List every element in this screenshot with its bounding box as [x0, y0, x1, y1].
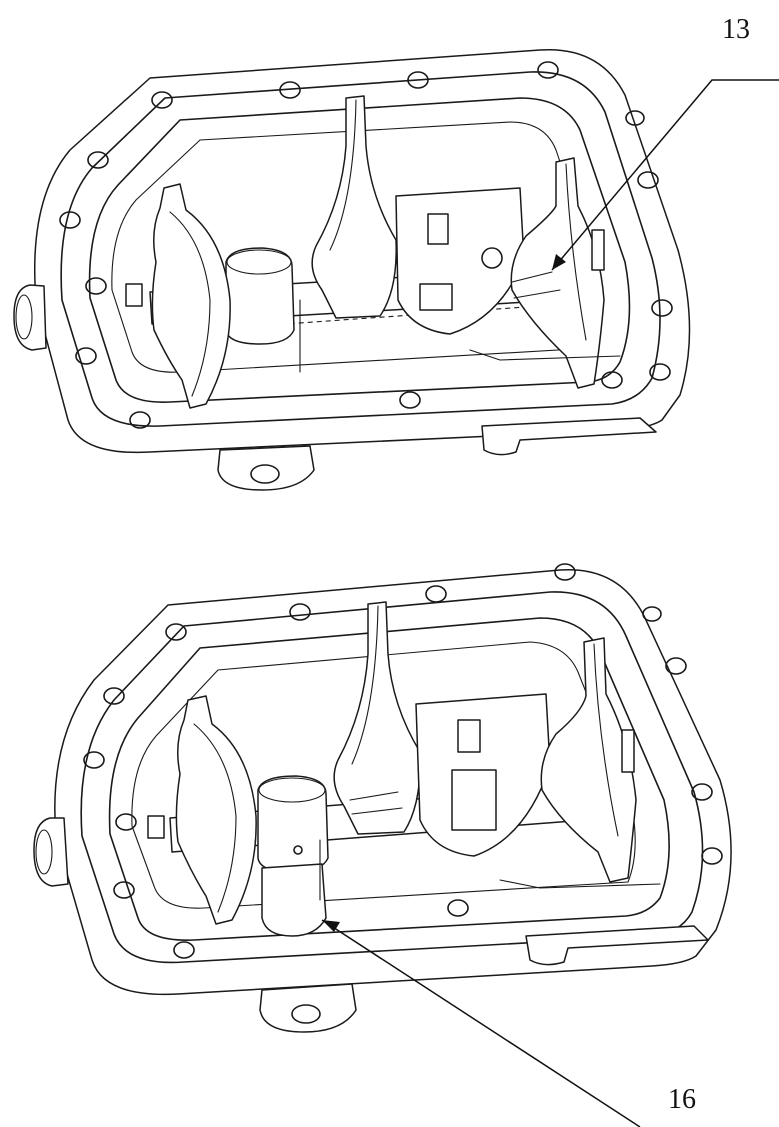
- bottom-left-fork: [175, 695, 257, 925]
- callout-label-16: 16: [668, 1084, 696, 1115]
- top-cavity-floor: [111, 121, 600, 373]
- bottom-interlock-pin: [261, 863, 327, 937]
- top-bottom-lug: [217, 445, 315, 491]
- top-gearbox-assembly: [13, 48, 691, 491]
- top-left-fork: [151, 183, 231, 409]
- top-bolt-holes: [59, 61, 673, 429]
- callout-label-13: 13: [722, 14, 750, 45]
- bottom-gearbox-assembly: [33, 563, 732, 1033]
- callout-13-leader: [551, 79, 779, 271]
- bottom-middle-fork: [333, 601, 421, 835]
- top-left-cylinder: [225, 247, 295, 345]
- bottom-right-lug: [525, 925, 709, 966]
- bottom-bolt-holes: [83, 563, 723, 959]
- bottom-left-cylinder: [257, 775, 329, 873]
- top-right-fork: [510, 157, 605, 389]
- top-inner-flange-edge: [60, 71, 661, 427]
- callout-16-leader: [321, 919, 641, 1127]
- bottom-side-boss: [33, 817, 69, 887]
- top-right-lug: [481, 417, 657, 456]
- bottom-bottom-lug: [259, 983, 357, 1033]
- top-side-boss: [13, 284, 47, 351]
- top-middle-fork: [311, 95, 397, 319]
